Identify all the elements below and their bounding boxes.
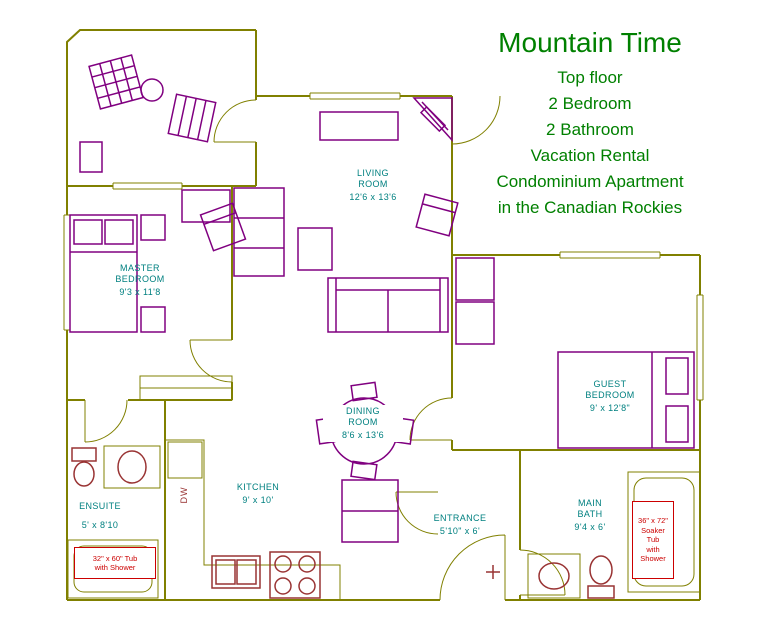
room-label-master-bedroom: MASTER BEDROOM 9'3 x 11'8 <box>115 263 165 297</box>
listing-title: Mountain Time <box>498 27 682 58</box>
tv <box>419 105 447 133</box>
room-label-entrance: ENTRANCE 5'10" x 6' <box>433 513 487 536</box>
dining-chair <box>350 460 378 481</box>
ensuite-toilet <box>73 461 95 487</box>
room-label-dining-room: DINING ROOM 8'6 x 13'6 <box>323 405 403 442</box>
deck-table <box>88 54 144 110</box>
ensuite-vanity <box>103 445 161 489</box>
bath-vanity <box>527 553 581 599</box>
ensuite-tub <box>67 539 159 599</box>
title-block: Mountain Time Top floor 2 Bedroom 2 Bath… <box>438 26 742 221</box>
rug <box>319 111 399 141</box>
guest-dresser <box>455 257 495 301</box>
soaker-tub <box>627 471 701 593</box>
guest-bedroom-door <box>409 397 453 441</box>
soaker-tub-label: 36" x 72" Soaker Tub with Shower <box>632 501 674 579</box>
bath-sink <box>538 562 570 590</box>
guest-furniture <box>341 257 695 543</box>
master-bedroom-door <box>189 339 233 383</box>
ensuite-tub-label: 32" x 60" Tub with Shower <box>74 547 156 579</box>
bath-toilet <box>589 555 613 585</box>
master-bed <box>69 214 138 333</box>
armchair <box>199 202 247 252</box>
nightstand <box>140 214 166 241</box>
subtitle-line: 2 Bedroom <box>548 94 632 113</box>
deck-side-table <box>79 141 103 173</box>
dishwasher-label: DW <box>179 486 189 504</box>
fixtures <box>71 447 615 599</box>
armchair <box>415 193 459 237</box>
ensuite-sink <box>117 450 147 484</box>
master-dresser <box>181 189 231 223</box>
room-label-ensuite: ENSUITE 5' x 8'10 <box>79 501 121 530</box>
subtitle-line: Vacation Rental <box>530 146 650 165</box>
room-label-kitchen: KITCHEN 9' x 10' <box>236 482 280 505</box>
windows <box>63 92 704 401</box>
subtitle-line: in the Canadian Rockies <box>497 198 683 217</box>
deck-lounger <box>167 93 217 143</box>
balcony-door <box>213 99 257 143</box>
bath-toilet-tank <box>587 585 615 599</box>
ensuite-door <box>84 399 128 443</box>
guest-bed <box>557 351 695 449</box>
nightstand <box>140 306 166 333</box>
coffee-table <box>297 227 333 271</box>
dining-chair <box>350 381 378 402</box>
bookshelf <box>233 187 285 277</box>
kitchen-counter <box>165 439 341 600</box>
exterior-walls <box>66 29 701 601</box>
deck-round-table <box>140 78 164 102</box>
room-label-main-bath: MAIN BATH 9'4 x 6' <box>574 498 606 532</box>
entry-door <box>439 534 506 601</box>
fridge <box>167 441 203 479</box>
kitchen-sink <box>211 555 261 589</box>
guest-dresser <box>455 301 495 345</box>
cross-marker <box>486 565 500 579</box>
living-furniture <box>199 97 459 333</box>
deck-furniture <box>79 54 217 173</box>
hall-door <box>395 491 439 535</box>
room-label-guest-bedroom: GUEST BEDROOM 9' x 12'8" <box>570 378 650 415</box>
subtitle-line: Top floor <box>557 68 623 87</box>
master-furniture <box>69 189 231 333</box>
subtitle-line: Condominium Apartment <box>496 172 684 191</box>
stove <box>269 551 321 599</box>
ensuite-toilet-tank <box>71 447 97 462</box>
subtitle-line: 2 Bathroom <box>546 120 634 139</box>
room-label-living-room: LIVING ROOM 12'6 x 13'6 <box>349 168 397 202</box>
